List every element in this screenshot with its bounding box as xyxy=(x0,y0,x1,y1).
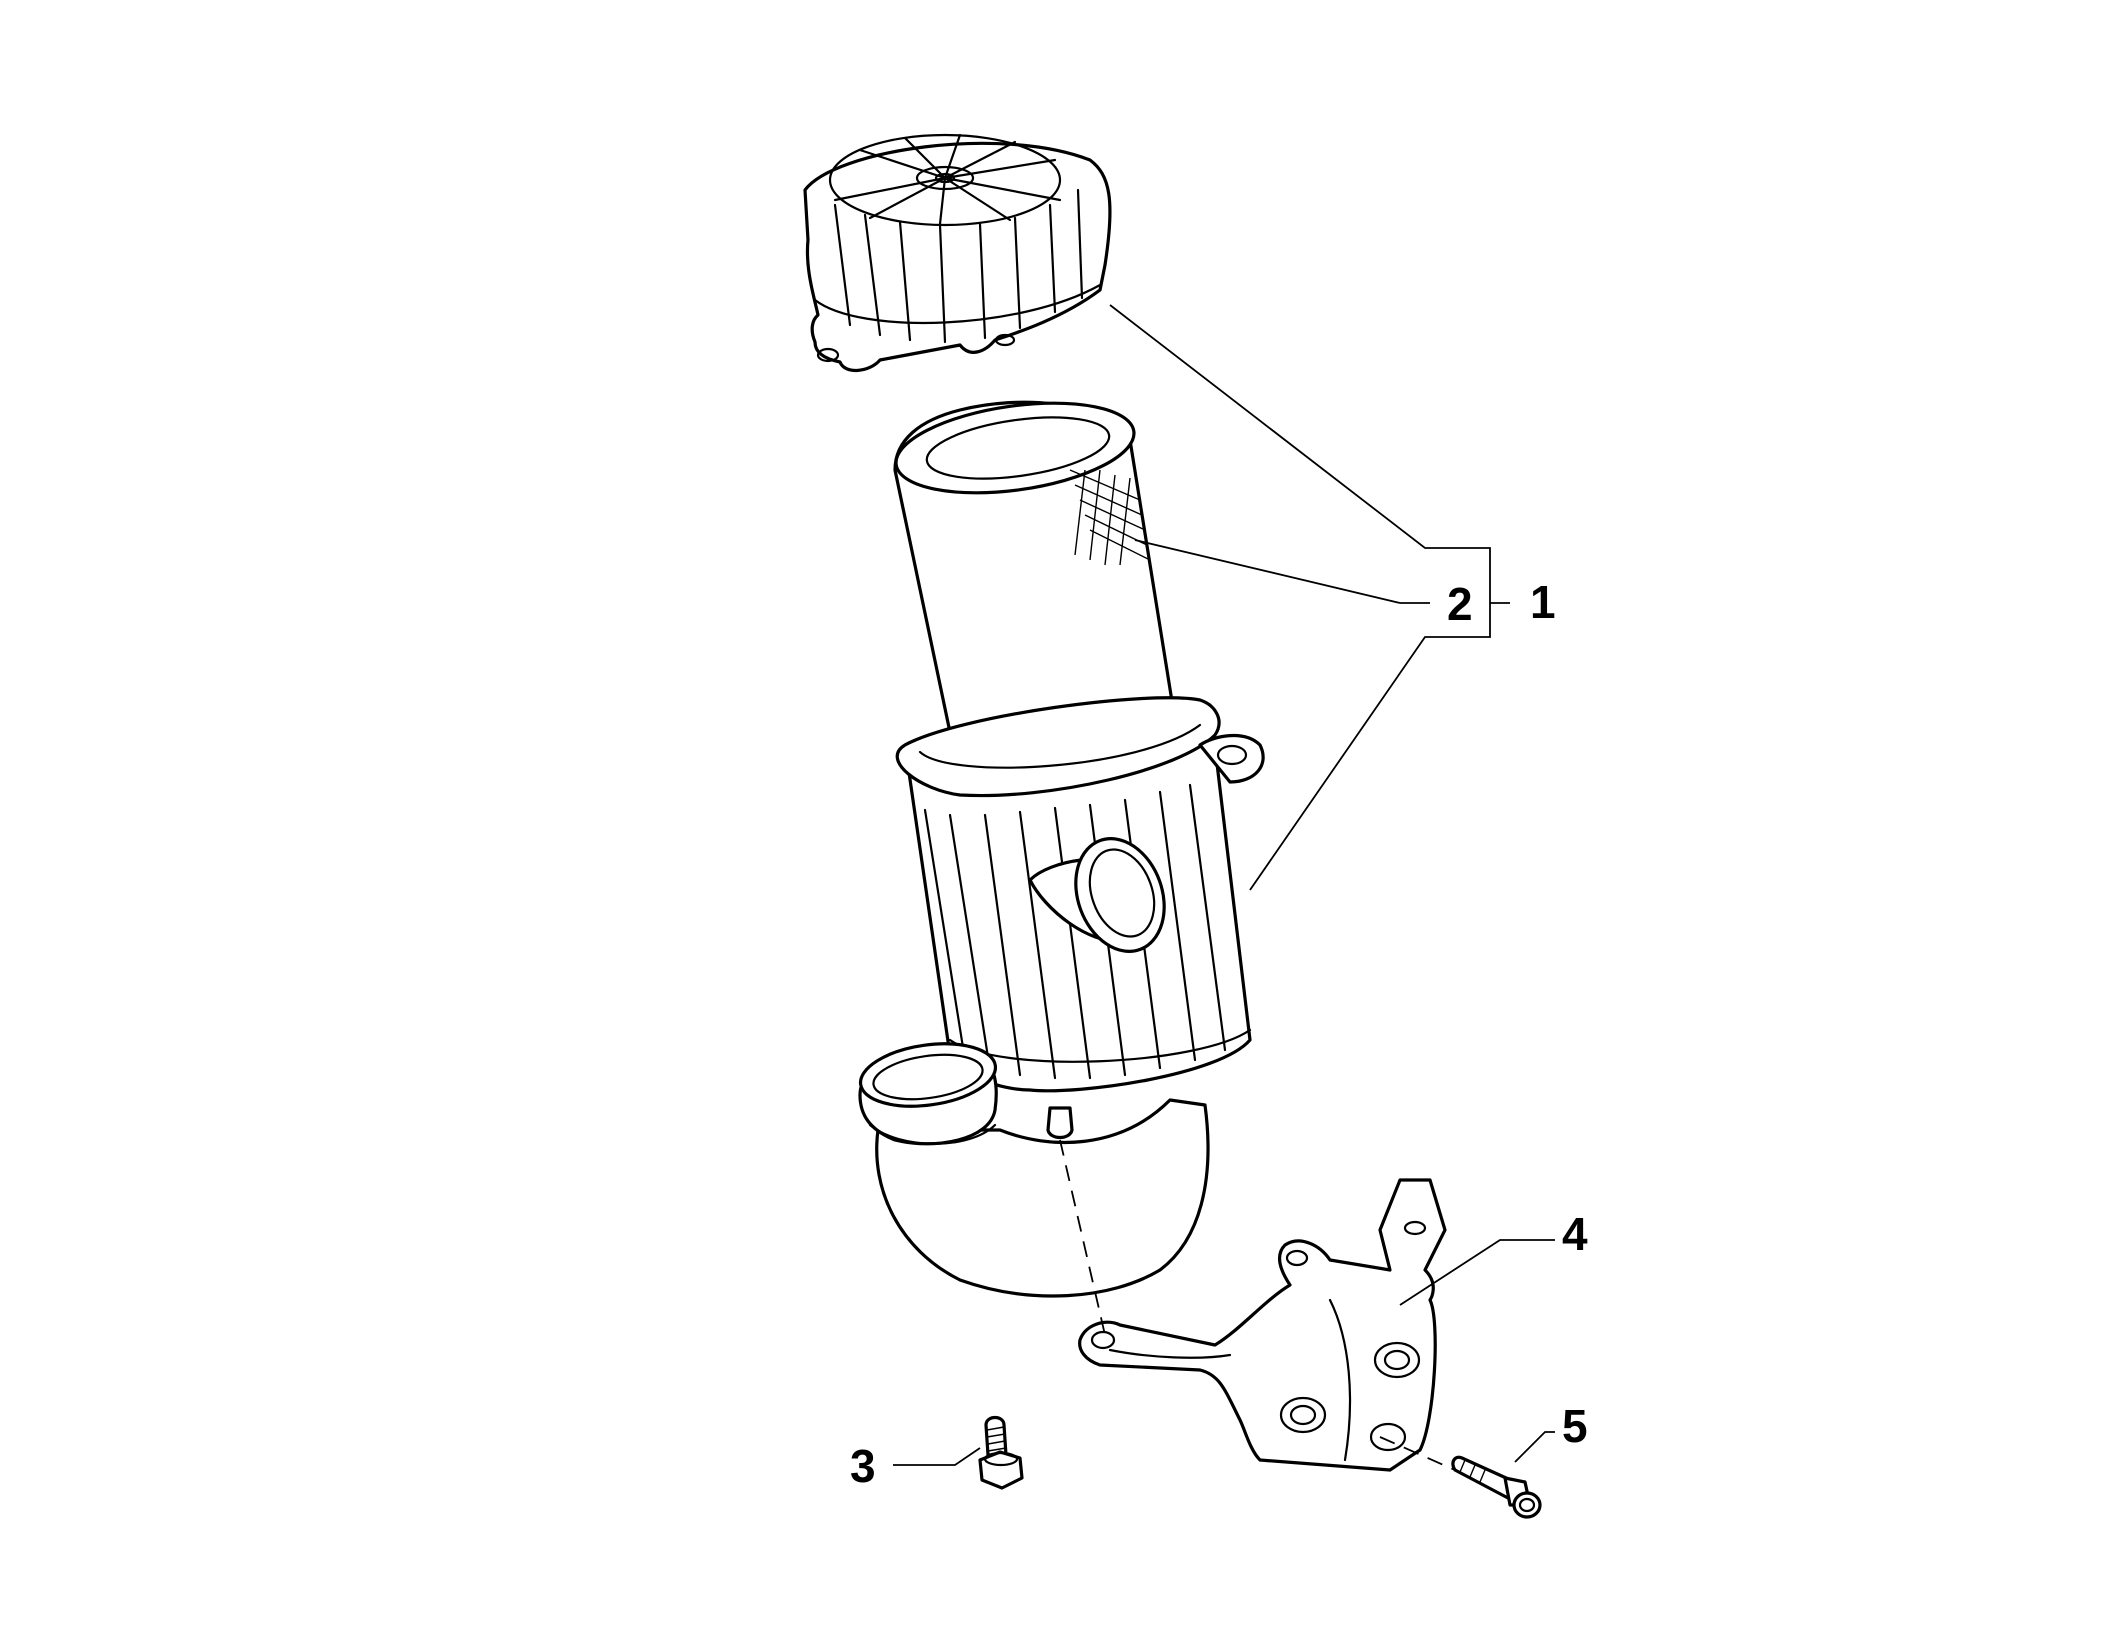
intake-elbow xyxy=(858,1042,1210,1298)
leader-lines xyxy=(893,304,1555,1466)
callout-1: 1 xyxy=(1530,576,1556,628)
assembly-line-bracket-to-bolt xyxy=(1379,1436,1456,1471)
filter-element xyxy=(893,400,1177,784)
bolt-part-5 xyxy=(1451,1455,1542,1519)
bolt-part-3 xyxy=(978,1415,1024,1490)
callout-3: 3 xyxy=(850,1440,876,1492)
filter-mesh xyxy=(1069,469,1151,566)
assembly-line-housing-to-bracket xyxy=(1059,1139,1106,1336)
callout-5: 5 xyxy=(1562,1400,1588,1452)
callout-4: 4 xyxy=(1562,1208,1588,1260)
air-filter-cover xyxy=(803,133,1112,372)
filter-housing xyxy=(895,696,1265,1093)
callout-2: 2 xyxy=(1447,578,1473,630)
mounting-bracket xyxy=(1078,1178,1447,1472)
cover-ribs xyxy=(833,133,1084,344)
